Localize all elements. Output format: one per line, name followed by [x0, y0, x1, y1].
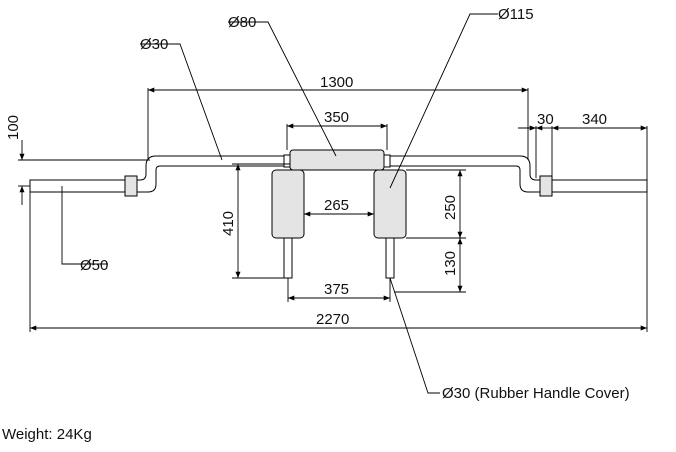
right-sleeve [551, 179, 648, 193]
left-sleeve [29, 179, 126, 193]
label-375: 375 [324, 281, 349, 298]
label-d30-top: Ø30 [140, 36, 168, 53]
label-1300: 1300 [320, 74, 353, 91]
label-265: 265 [324, 197, 349, 214]
right-handle-cover [373, 169, 407, 239]
label-d115: Ø115 [498, 6, 534, 23]
left-collar [124, 175, 138, 197]
label-350: 350 [324, 109, 349, 126]
label-340: 340 [582, 111, 607, 128]
weight-label: Weight: 24Kg [2, 426, 92, 443]
left-bend [136, 155, 291, 193]
label-2270: 2270 [316, 311, 349, 328]
center-tube-end-left [283, 154, 291, 168]
label-410: 410 [220, 211, 237, 236]
label-100: 100 [5, 115, 22, 140]
left-handle-shaft [283, 237, 293, 279]
label-d80: Ø80 [228, 14, 256, 31]
label-130: 130 [442, 251, 459, 276]
right-collar [539, 175, 553, 197]
label-30: 30 [537, 111, 554, 128]
bar-shape [29, 149, 648, 279]
dimension-labels: Ø80 Ø115 Ø30 1300 350 30 340 100 265 410… [5, 6, 630, 402]
center-tube-end-right [383, 154, 391, 168]
left-handle-cover [271, 169, 305, 239]
right-handle-shaft [385, 237, 395, 279]
label-250: 250 [442, 195, 459, 220]
dimension-lines [18, 87, 648, 332]
center-tube [289, 149, 385, 171]
right-bend [383, 155, 541, 193]
label-d50: Ø50 [80, 257, 108, 274]
leader-lines [61, 13, 498, 394]
label-d30-handle: Ø30 (Rubber Handle Cover) [442, 385, 630, 402]
